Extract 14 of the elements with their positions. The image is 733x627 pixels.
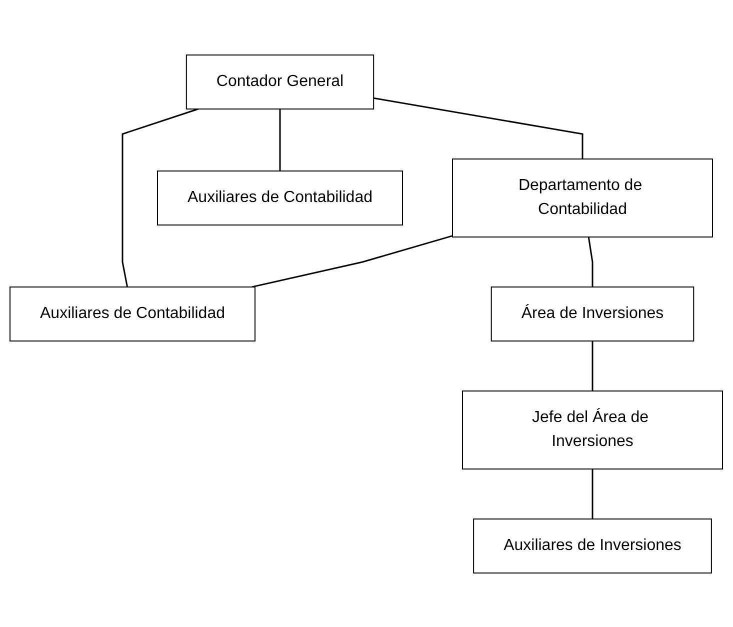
connector <box>280 108 281 170</box>
connector <box>374 96 584 158</box>
connector <box>252 234 453 288</box>
connector <box>588 236 594 286</box>
node-box: Jefe del Área de Inversiones <box>462 390 724 469</box>
connector <box>122 108 199 287</box>
node-box: Auxiliares de Contabilidad <box>10 286 256 341</box>
node-box: Auxiliares de Inversiones <box>473 518 712 573</box>
node-box: Auxiliares de Contabilidad <box>157 170 404 225</box>
connector <box>592 468 594 518</box>
node-box: Departamento de Contabilidad <box>452 158 714 237</box>
node-box: Contador General <box>186 54 374 109</box>
node-box: Área de Inversiones <box>491 286 694 341</box>
connector <box>592 340 594 390</box>
